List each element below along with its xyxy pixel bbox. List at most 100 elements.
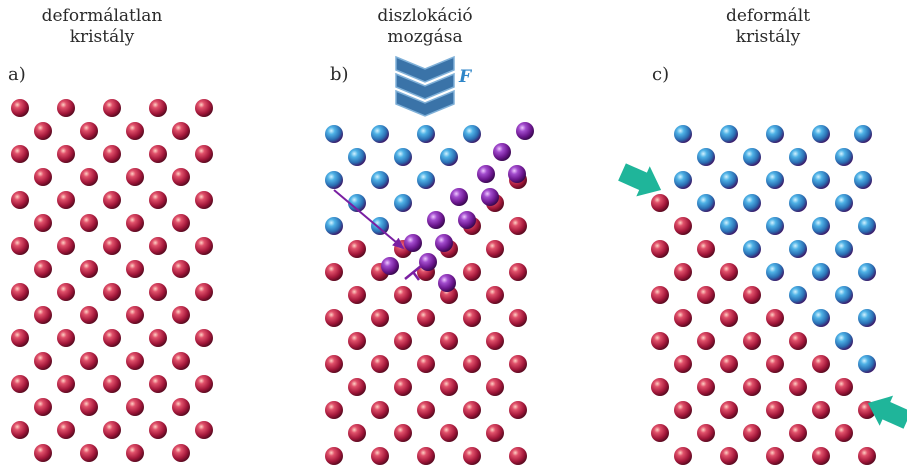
atom	[835, 378, 853, 396]
atom	[463, 263, 481, 281]
atom	[195, 237, 213, 255]
atom	[325, 171, 343, 189]
atom	[743, 148, 761, 166]
atom	[172, 306, 190, 324]
dislocation-atom	[438, 274, 456, 292]
atom	[835, 194, 853, 212]
atom	[34, 122, 52, 140]
atom	[486, 424, 504, 442]
atom	[348, 240, 366, 258]
panel-a-label: a)	[8, 64, 26, 85]
atom	[172, 122, 190, 140]
atom	[348, 194, 366, 212]
atom	[697, 332, 715, 350]
atom	[394, 286, 412, 304]
atoms-panel-c	[651, 125, 876, 465]
atom	[674, 355, 692, 373]
atom	[348, 332, 366, 350]
atom	[57, 329, 75, 347]
atom	[720, 263, 738, 281]
atom	[11, 375, 29, 393]
atom	[697, 194, 715, 212]
atom	[34, 444, 52, 462]
atom	[674, 217, 692, 235]
atom	[743, 286, 761, 304]
atom	[80, 398, 98, 416]
atom	[172, 352, 190, 370]
atom	[371, 447, 389, 465]
atom	[766, 217, 784, 235]
dislocation-atom	[404, 234, 422, 252]
dislocation-atom	[481, 188, 499, 206]
atom	[440, 378, 458, 396]
atom	[126, 214, 144, 232]
atom	[766, 447, 784, 465]
atom	[126, 306, 144, 324]
atom	[812, 447, 830, 465]
atom	[743, 240, 761, 258]
atom	[417, 171, 435, 189]
atom	[743, 378, 761, 396]
atom	[417, 125, 435, 143]
atom	[835, 332, 853, 350]
atom	[371, 355, 389, 373]
panel-c-title: deformált kristály	[725, 6, 811, 47]
atom	[463, 125, 481, 143]
atom	[172, 168, 190, 186]
atom	[149, 329, 167, 347]
atom	[651, 332, 669, 350]
atom	[789, 286, 807, 304]
panel-c-label: c)	[652, 64, 670, 85]
atom	[80, 168, 98, 186]
atom	[509, 217, 527, 235]
atom	[835, 424, 853, 442]
atom	[348, 286, 366, 304]
atom	[440, 424, 458, 442]
atom	[149, 191, 167, 209]
panel-b-title: diszlokáció mozgása	[377, 6, 473, 47]
atom	[417, 355, 435, 373]
atom	[371, 401, 389, 419]
atom	[195, 145, 213, 163]
atom	[854, 171, 872, 189]
atom	[417, 401, 435, 419]
atom	[57, 237, 75, 255]
atom	[57, 99, 75, 117]
atom	[80, 306, 98, 324]
slip-arrow-upper-icon	[618, 163, 662, 197]
atom	[325, 447, 343, 465]
atom	[371, 125, 389, 143]
atom	[371, 217, 389, 235]
atom	[103, 375, 121, 393]
atom	[103, 329, 121, 347]
force-label: F	[458, 67, 473, 87]
slip-arrow-lower-icon	[867, 395, 907, 429]
atom	[486, 378, 504, 396]
atom	[34, 214, 52, 232]
dislocation-atom	[419, 253, 437, 271]
atom	[80, 260, 98, 278]
atom	[348, 378, 366, 396]
atom	[463, 401, 481, 419]
atom	[371, 171, 389, 189]
dislocation-atom	[435, 234, 453, 252]
atom	[509, 447, 527, 465]
atom	[172, 444, 190, 462]
atom	[394, 332, 412, 350]
atom	[651, 286, 669, 304]
atom	[697, 424, 715, 442]
dislocation-atom	[508, 165, 526, 183]
atom	[854, 125, 872, 143]
atom	[149, 283, 167, 301]
atom	[812, 217, 830, 235]
atom	[149, 145, 167, 163]
atom	[766, 263, 784, 281]
atom	[417, 309, 435, 327]
atom	[440, 148, 458, 166]
atom	[743, 194, 761, 212]
atom	[103, 237, 121, 255]
atom	[720, 401, 738, 419]
atom	[172, 398, 190, 416]
atom	[149, 421, 167, 439]
atom	[126, 398, 144, 416]
